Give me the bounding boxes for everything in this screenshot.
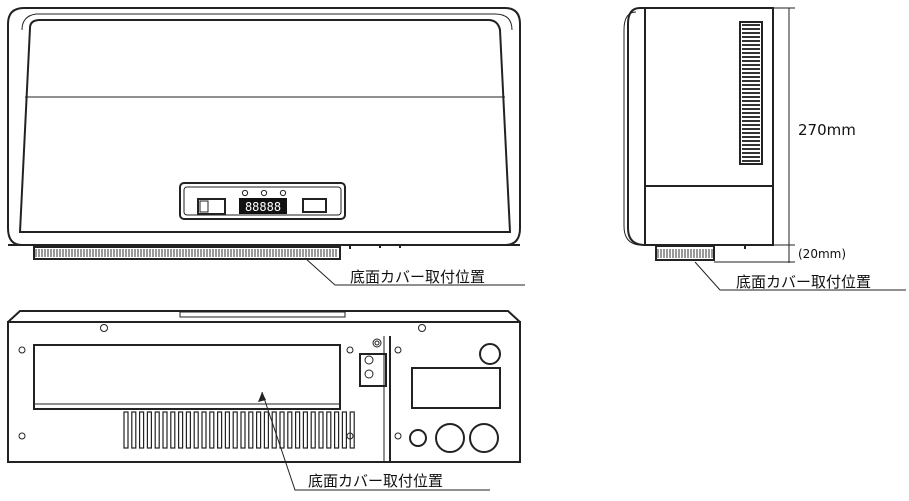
vent-slot [326, 411, 332, 449]
vent-slot [201, 411, 207, 449]
bottom-cover-front [33, 246, 341, 260]
front-view: 88888 底面カバー取付位置 [7, 7, 525, 286]
digital-display [239, 198, 287, 214]
label-plate [411, 367, 501, 409]
vent-slot [349, 411, 355, 449]
vent-slot [256, 411, 262, 449]
vent-slot [232, 411, 238, 449]
vent-slot [287, 411, 293, 449]
vent-slot [279, 411, 285, 449]
power-inlet [359, 353, 387, 387]
vent-slot [131, 411, 137, 449]
vent-slot [302, 411, 308, 449]
bottom-leader-line [261, 391, 490, 491]
vent-slot [139, 411, 145, 449]
vent-slot [334, 411, 340, 449]
display-digits: 88888 [245, 200, 281, 214]
vent-slot [170, 411, 176, 449]
vent-slot [193, 411, 199, 449]
vent-slot [271, 411, 277, 449]
indicator-led [241, 189, 249, 197]
vent-slot [123, 411, 129, 449]
side-vent [739, 21, 763, 165]
vent-slot [185, 411, 191, 449]
vent-slot [318, 411, 324, 449]
vent-slot [154, 411, 160, 449]
vent-slot [248, 411, 254, 449]
side-view: 270mm (20mm) 底面カバー取付位置 [623, 7, 906, 291]
indicator-led [260, 189, 268, 197]
vent-slot [224, 411, 230, 449]
bottom-view: 底面カバー取付位置 [7, 310, 521, 491]
vent-slot [217, 411, 223, 449]
control-panel [179, 182, 346, 220]
bottom-cover-side [655, 245, 715, 261]
indicator-led [279, 189, 287, 197]
height-dimension: 270mm [798, 121, 856, 139]
vent-slot [263, 411, 269, 449]
side-leader-line [694, 261, 906, 291]
vent-slot [209, 411, 215, 449]
vent-slot [178, 411, 184, 449]
vent-slot [341, 411, 347, 449]
side-mount-label: 底面カバー取付位置 [736, 273, 871, 291]
vent-slot [240, 411, 246, 449]
vent-slot [146, 411, 152, 449]
bottom-mount-label: 底面カバー取付位置 [308, 472, 443, 490]
front-mount-label: 底面カバー取付位置 [350, 268, 485, 286]
bottom-body [7, 321, 521, 463]
vent-slot [162, 411, 168, 449]
power-switch [197, 198, 226, 215]
vent-slot [295, 411, 301, 449]
bottom-cover-plate [33, 344, 341, 410]
vent-slot [310, 411, 316, 449]
control-button [302, 198, 327, 213]
front-leader-line [304, 257, 525, 286]
clearance-dimension: (20mm) [798, 247, 846, 261]
